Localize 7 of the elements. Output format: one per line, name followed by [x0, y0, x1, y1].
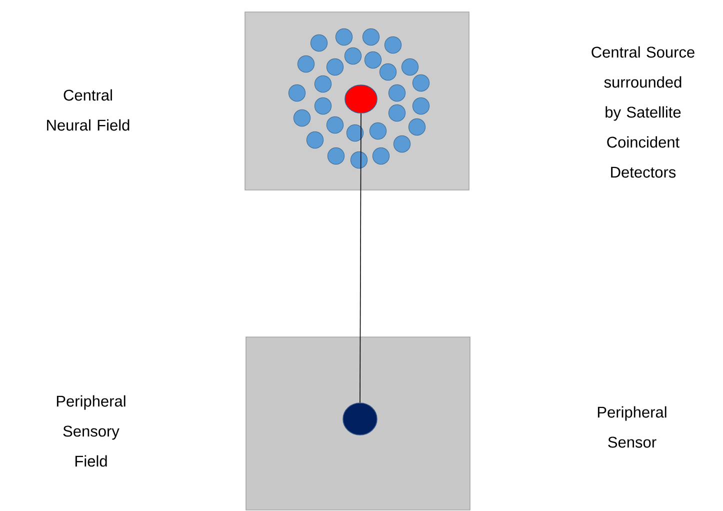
central-source-circle	[344, 84, 378, 114]
sensor-circle	[342, 402, 378, 436]
side-label: Peripheral Sensor	[598, 406, 666, 448]
side-label: Central Source surrounded by Satellite Coincident Detectors	[592, 46, 694, 178]
side-label: Central Neural Field	[47, 89, 130, 131]
side-label: Peripheral Sensory Field	[56, 395, 126, 467]
field-box	[246, 336, 470, 510]
